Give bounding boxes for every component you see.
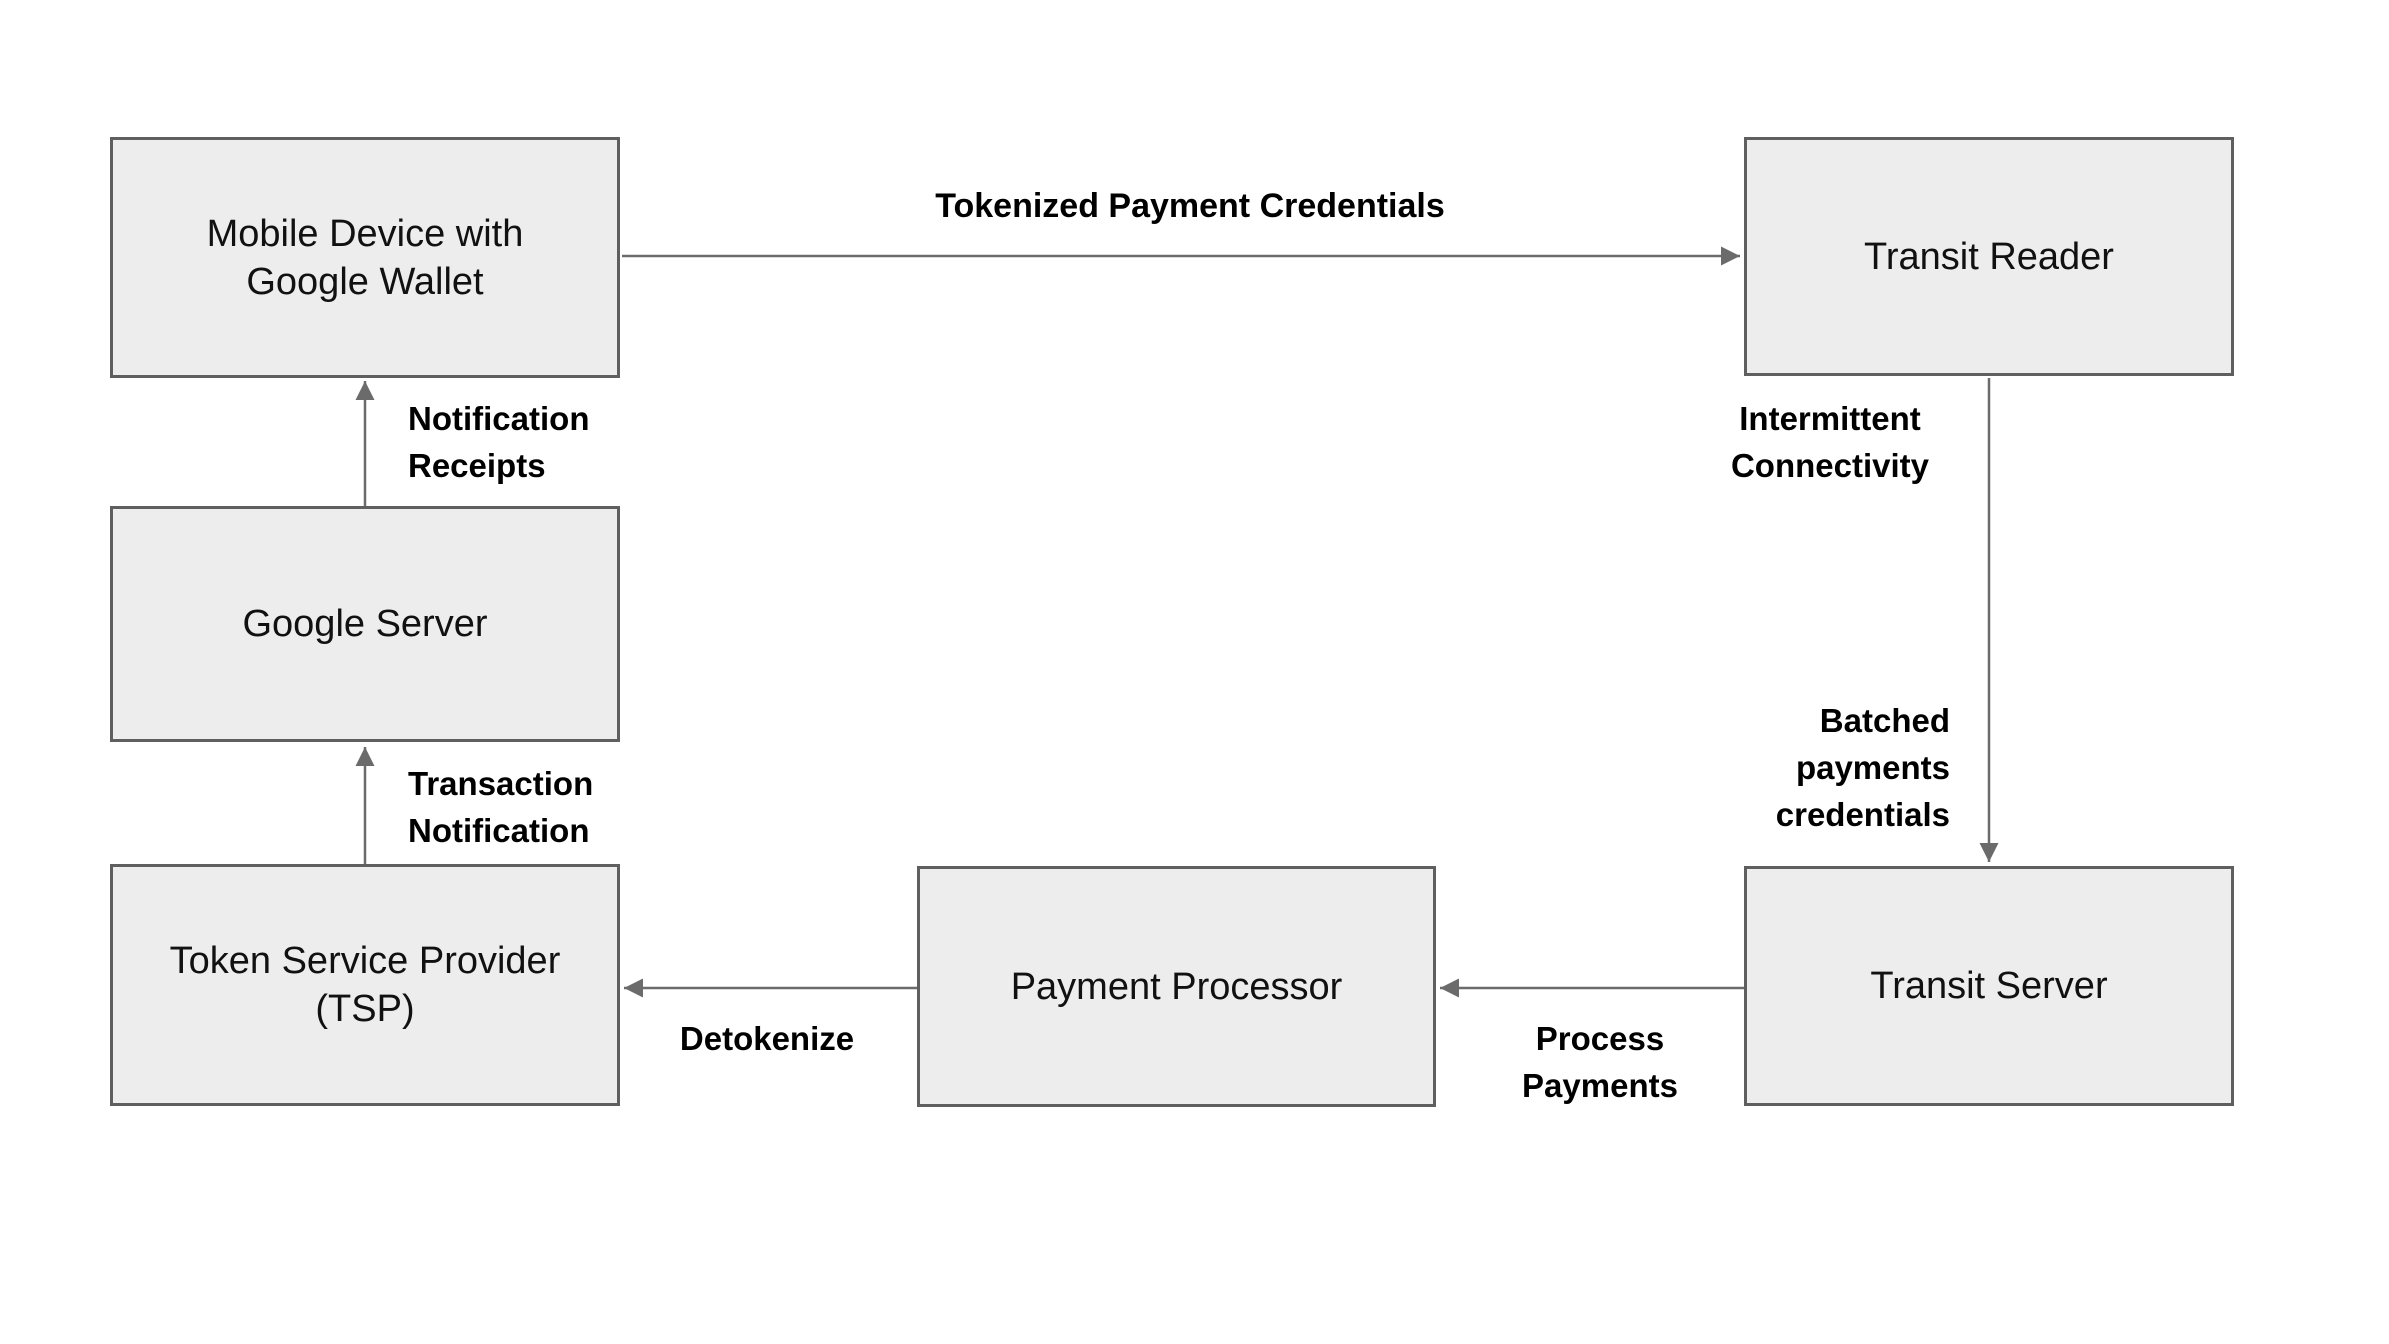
edge-label-batched-payments-credentials: Batched payments credentials xyxy=(1600,697,1950,838)
edge-label-process-payments: Process Payments xyxy=(1450,1015,1750,1109)
node-transit-server: Transit Server xyxy=(1744,866,2234,1106)
edge-label-transaction-notification-line1: Transaction xyxy=(408,765,594,802)
edge-label-notification-receipts-line1: Notification xyxy=(408,400,590,437)
edge-label-notification-receipts: Notification Receipts xyxy=(408,395,589,489)
edge-label-process-payments-line2: Payments xyxy=(1522,1067,1678,1104)
edge-label-detokenize: Detokenize xyxy=(679,1020,855,1057)
node-mobile-device-label: Mobile Device with Google Wallet xyxy=(206,212,524,303)
edge-label-notification-receipts-line2: Receipts xyxy=(408,447,546,484)
node-google-server-label: Google Server xyxy=(242,603,488,645)
edge-label-transaction-notification: Transaction Notification xyxy=(408,760,593,854)
node-transit-reader-label: Transit Reader xyxy=(1864,235,2114,278)
edge-label-batched-payments-credentials-line1: Batched xyxy=(1819,702,1950,739)
node-transit-reader: Transit Reader xyxy=(1744,137,2234,376)
edge-label-intermittent-connectivity: Intermittent Connectivity xyxy=(1655,395,2005,489)
node-token-service-provider: Token Service Provider (TSP) xyxy=(110,864,620,1106)
node-token-service-provider-label: Token Service Provider (TSP) xyxy=(169,940,561,1030)
node-google-server: Google Server xyxy=(110,506,620,742)
node-mobile-device: Mobile Device with Google Wallet xyxy=(110,137,620,378)
edge-label-transaction-notification-line2: Notification xyxy=(408,812,590,849)
edge-label-batched-payments-credentials-line3: credentials xyxy=(1775,796,1950,833)
node-payment-processor: Payment Processor xyxy=(917,866,1436,1107)
node-transit-server-label: Transit Server xyxy=(1870,965,2108,1007)
edge-label-intermittent-connectivity-line1: Intermittent xyxy=(1739,400,1921,437)
edge-label-tokenized-payment-credentials: Tokenized Payment Credentials xyxy=(935,187,1445,225)
edge-label-intermittent-connectivity-line2: Connectivity xyxy=(1730,447,1930,484)
node-payment-processor-label: Payment Processor xyxy=(1010,965,1343,1008)
edge-label-process-payments-line1: Process xyxy=(1535,1020,1665,1057)
edge-label-batched-payments-credentials-line2: payments xyxy=(1795,749,1950,786)
